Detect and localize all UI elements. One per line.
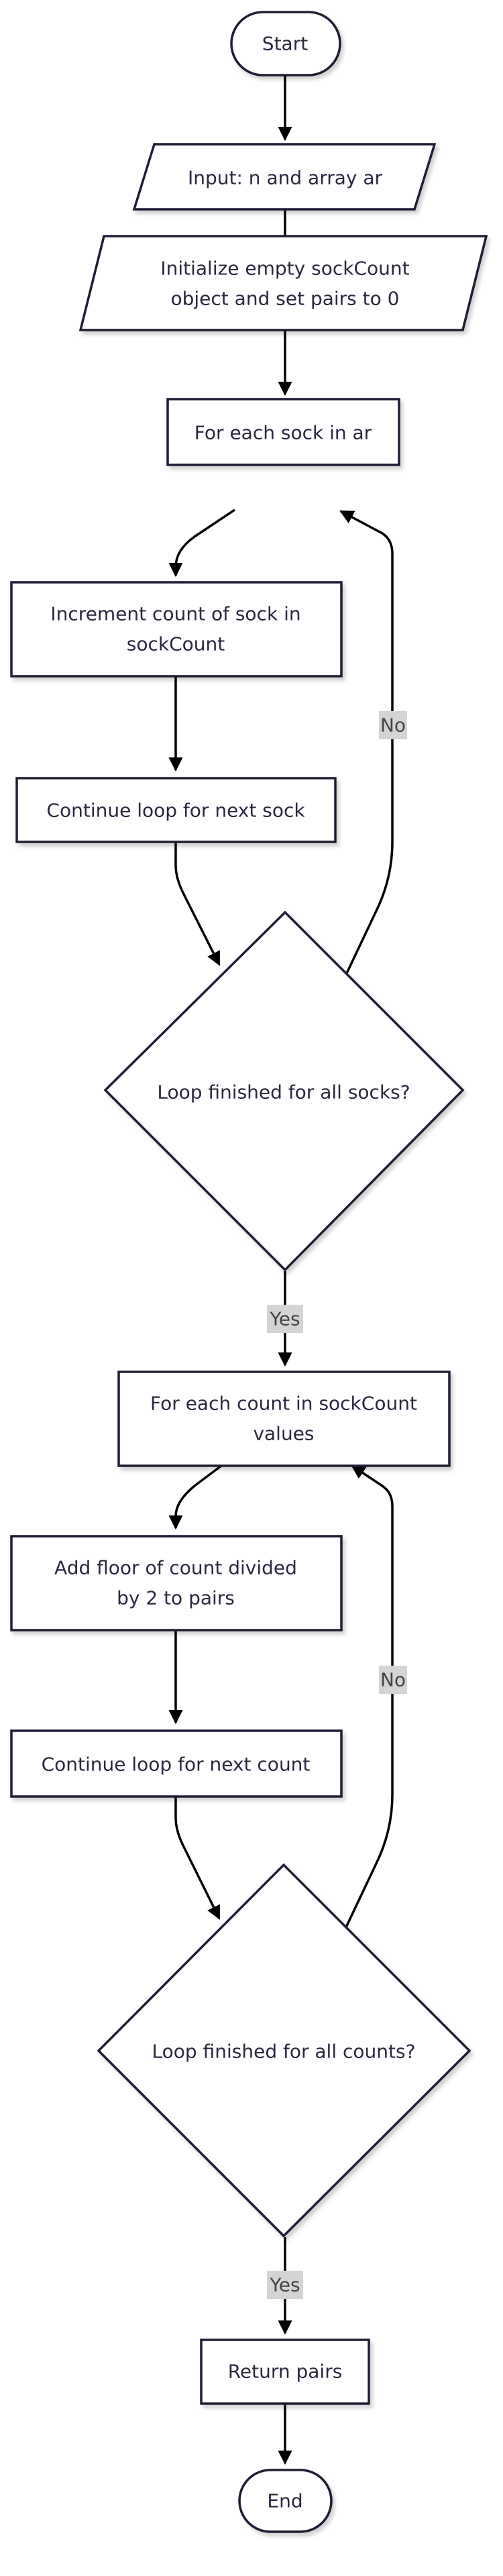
start-terminal [230, 11, 341, 76]
edge-decision1-loop1-no [339, 510, 394, 977]
edge-label-no1-text: No [380, 714, 406, 737]
end-text: End [267, 2490, 302, 2512]
node-start: Start [230, 11, 341, 76]
node-init: Initialize empty sockCount object and se… [78, 235, 488, 331]
edge-label-no1: No [379, 711, 407, 739]
decision2-text: Loop finished for all counts? [152, 2041, 416, 2063]
addfloor-box [10, 1535, 343, 1631]
edge-loop2-addfloor [168, 1464, 223, 1530]
loop1-box [166, 398, 400, 466]
edge-label-no2: No [379, 1666, 407, 1694]
addfloor-text-line1: Add floor of count divided [54, 1557, 297, 1579]
increment-text-line1: Increment count of sock in [50, 603, 300, 625]
decision1-diamond [103, 910, 465, 1272]
edge-decision2-loop2-no [344, 1464, 394, 1929]
return-text: Return pairs [228, 2361, 343, 2383]
increment-box [10, 581, 343, 678]
init-text-line1: Initialize empty sockCount [160, 258, 409, 280]
edge-continue1-decision1 [174, 842, 221, 966]
continue1-box [15, 777, 337, 843]
edge-label-yes2: Yes [267, 2271, 303, 2299]
node-addfloor: Add floor of count divided by 2 to pairs [10, 1535, 343, 1631]
end-terminal [238, 2469, 333, 2533]
edge-label-yes1-text: Yes [269, 1308, 300, 1330]
loop1-text: For each sock in ar [194, 422, 372, 444]
input-parallelogram [132, 143, 437, 211]
addfloor-text-line2: by 2 to pairs [117, 1587, 235, 1609]
node-continue2: Continue loop for next count [10, 1729, 343, 1798]
node-continue1: Continue loop for next sock [15, 777, 337, 843]
node-return: Return pairs [200, 2339, 370, 2405]
loop2-text-line2: values [253, 1423, 314, 1445]
init-text-line2: object and set pairs to 0 [171, 288, 400, 310]
continue2-text: Continue loop for next count [42, 1754, 311, 1776]
increment-text-line2: sockCount [127, 633, 225, 655]
decision2-diamond [97, 1863, 471, 2238]
node-decision2: Loop finished for all counts? [97, 1863, 471, 2238]
start-text: Start [262, 33, 308, 55]
node-loop2: For each count in sockCount values [117, 1371, 451, 1467]
input-text: Input: n and array ar [188, 167, 383, 189]
init-parallelogram [78, 235, 488, 331]
continue2-box [10, 1729, 343, 1798]
node-increment: Increment count of sock in sockCount [10, 581, 343, 678]
loop2-text-line1: For each count in sockCount [150, 1393, 417, 1415]
continue1-text: Continue loop for next sock [46, 800, 305, 822]
edge-label-yes2-text: Yes [269, 2274, 300, 2296]
node-decision1: Loop finished for all socks? [103, 910, 465, 1272]
edge-loop1-increment [168, 508, 235, 578]
node-input: Input: n and array ar [132, 143, 437, 211]
node-loop1: For each sock in ar [166, 398, 400, 466]
loop2-box [117, 1371, 451, 1467]
edge-label-no2-text: No [380, 1669, 406, 1691]
return-box [200, 2339, 370, 2405]
node-end: End [238, 2469, 333, 2533]
edge-label-yes1: Yes [267, 1305, 303, 1333]
edge-continue2-decision2 [174, 1796, 221, 1920]
decision1-text: Loop finished for all socks? [157, 1081, 410, 1104]
